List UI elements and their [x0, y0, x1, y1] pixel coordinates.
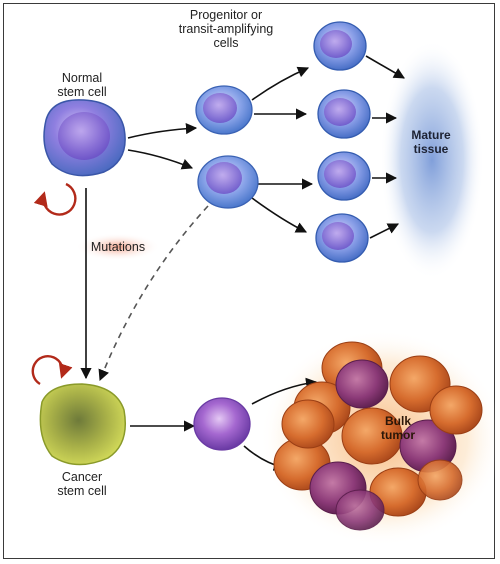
normal-stem-label-line1: Normal: [61, 71, 103, 85]
arrow-cancer-prog-to-tumor-top: [251, 377, 318, 405]
progenitor-cell-lower: [197, 155, 259, 209]
normal-stem-label-line2: stem cell: [57, 85, 107, 99]
cancer-stem-label-line2: stem cell: [57, 484, 107, 498]
self-renewal-arrow-normal: [33, 182, 77, 216]
progenitor-cell-upper: [195, 85, 253, 135]
mature-cell-1: [313, 21, 367, 71]
arrow-mature1-to-tissue: [365, 55, 405, 79]
mature-cell-3: [317, 151, 371, 201]
mature-cell-2: [317, 89, 371, 139]
progenitor-label: Progenitor or transit-amplifying cells: [166, 8, 286, 50]
mature-tissue-label: Mature tissue: [400, 128, 462, 156]
arrow-prog1-to-mature1: [251, 66, 310, 101]
normal-stem-cell: [43, 99, 126, 177]
arrow-prog2-to-mature4: [251, 197, 308, 233]
cancer-stem-label-line1: Cancer: [61, 470, 103, 484]
bulk-tumor-label-line2: tumor: [381, 428, 415, 442]
self-renewal-arrow-cancer: [31, 354, 73, 386]
progenitor-label-line3: cells: [213, 36, 239, 50]
cancer-stem-cell-label: Cancer stem cell: [44, 470, 120, 498]
bulk-tumor-label: Bulk tumor: [370, 414, 426, 442]
mature-cell-4: [315, 213, 369, 263]
bulk-tumor-label-line1: Bulk: [384, 414, 411, 428]
normal-stem-cell-label: Normal stem cell: [44, 71, 120, 99]
arrow-mature4-to-tissue: [369, 223, 400, 239]
mutations-glow: [76, 233, 160, 261]
arrow-stem-to-prog2: [127, 149, 194, 170]
mature-tissue-glow: [380, 40, 484, 280]
cancer-progenitor-cell: [193, 397, 251, 451]
mutations-label-text: Mutations: [90, 240, 146, 254]
progenitor-label-line2: transit-amplifying: [178, 22, 274, 36]
mature-tissue-label-line2: tissue: [413, 142, 449, 156]
arrow-stem-to-prog1: [127, 122, 198, 139]
arrow-progenitor-dedifferentiation: [98, 205, 209, 382]
mutations-label: Mutations: [80, 240, 156, 254]
progenitor-label-line1: Progenitor or: [189, 8, 263, 22]
mature-tissue-label-line1: Mature: [411, 128, 451, 142]
bulk-tumor: [273, 341, 483, 531]
cancer-stem-cell: [39, 383, 126, 466]
